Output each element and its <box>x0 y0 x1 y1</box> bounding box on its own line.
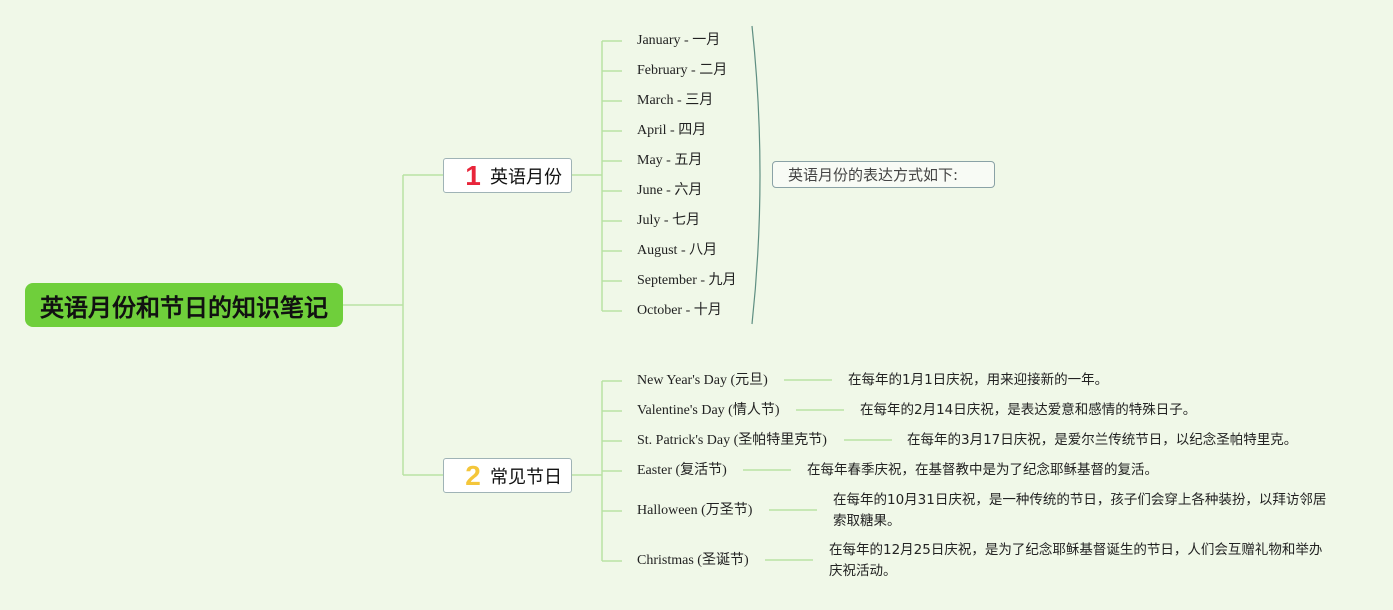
branch-label: 常见节日 <box>490 466 562 488</box>
summary-bracket <box>751 25 761 325</box>
branch-number-1: 1 <box>465 159 481 191</box>
branch-months[interactable]: 1 英语月份 <box>443 158 572 193</box>
month-item[interactable]: January - 一月 <box>637 33 721 48</box>
month-item[interactable]: April - 四月 <box>637 123 707 138</box>
holiday-description[interactable]: 在每年的2月14日庆祝，是表达爱意和感情的特殊日子。 <box>860 402 1197 418</box>
month-item[interactable]: August - 八月 <box>637 243 718 258</box>
root-topic[interactable]: 英语月份和节日的知识笔记 <box>25 283 343 327</box>
holiday-item[interactable]: Valentine's Day (情人节) <box>637 403 780 418</box>
branch-number-2: 2 <box>465 459 481 491</box>
month-item[interactable]: July - 七月 <box>637 213 700 228</box>
holiday-item[interactable]: Halloween (万圣节) <box>637 503 753 518</box>
branch-label: 英语月份 <box>490 166 562 188</box>
holiday-item[interactable]: Christmas (圣诞节) <box>637 553 749 568</box>
month-item[interactable]: September - 九月 <box>637 273 737 288</box>
holiday-item[interactable]: New Year's Day (元旦) <box>637 373 768 388</box>
month-item[interactable]: October - 十月 <box>637 303 722 318</box>
holiday-item[interactable]: St. Patrick's Day (圣帕特里克节) <box>637 433 827 448</box>
holiday-description[interactable]: 在每年春季庆祝，在基督教中是为了纪念耶稣基督的复活。 <box>807 462 1158 478</box>
month-item[interactable]: March - 三月 <box>637 93 714 108</box>
month-item[interactable]: February - 二月 <box>637 63 728 78</box>
month-item[interactable]: May - 五月 <box>637 153 703 168</box>
holiday-item[interactable]: Easter (复活节) <box>637 463 727 478</box>
months-summary[interactable]: 英语月份的表达方式如下: <box>772 161 995 188</box>
holiday-description[interactable]: 在每年的3月17日庆祝，是爱尔兰传统节日，以纪念圣帕特里克。 <box>907 432 1298 448</box>
branch-holidays[interactable]: 2 常见节日 <box>443 458 572 493</box>
holiday-description[interactable]: 在每年的12月25日庆祝，是为了纪念耶稣基督诞生的节日，人们会互赠礼物和举办庆祝… <box>829 542 1323 579</box>
holiday-description[interactable]: 在每年的10月31日庆祝，是一种传统的节日，孩子们会穿上各种装扮，以拜访邻居索取… <box>833 492 1327 529</box>
month-item[interactable]: June - 六月 <box>637 183 703 198</box>
holiday-description[interactable]: 在每年的1月1日庆祝，用来迎接新的一年。 <box>848 372 1109 388</box>
